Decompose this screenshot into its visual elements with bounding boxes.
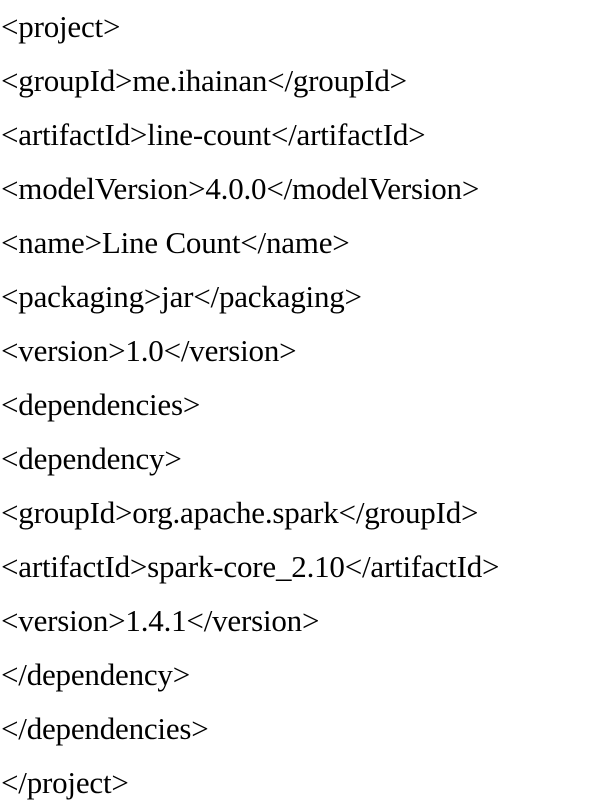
- code-line-name: <name>Line Count</name>: [1, 225, 350, 260]
- code-line-dependencies-close: </dependencies>: [1, 711, 209, 746]
- code-line-dependencies-open: <dependencies>: [1, 387, 201, 422]
- code-line-modelversion: <modelVersion>4.0.0</modelVersion>: [1, 171, 480, 206]
- code-line-dependency-artifactid: <artifactId>spark-core_2.10</artifactId>: [1, 549, 500, 584]
- code-line-groupid: <groupId>me.ihainan</groupId>: [1, 63, 407, 98]
- code-line-version: <version>1.0</version>: [1, 333, 297, 368]
- code-line-dependency-version: <version>1.4.1</version>: [1, 603, 320, 638]
- code-line-artifactid: <artifactId>line-count</artifactId>: [1, 117, 426, 152]
- code-line-project-close: </project>: [1, 765, 129, 800]
- code-line-packaging: <packaging>jar</packaging>: [1, 279, 362, 314]
- code-line-project-open: <project>: [1, 9, 121, 44]
- code-line-dependency-groupid: <groupId>org.apache.spark</groupId>: [1, 495, 479, 530]
- code-line-dependency-close: </dependency>: [1, 657, 191, 692]
- pom-xml-document: <project> <groupId>me.ihainan</groupId> …: [1, 9, 500, 800]
- code-line-dependency-open: <dependency>: [1, 441, 182, 476]
